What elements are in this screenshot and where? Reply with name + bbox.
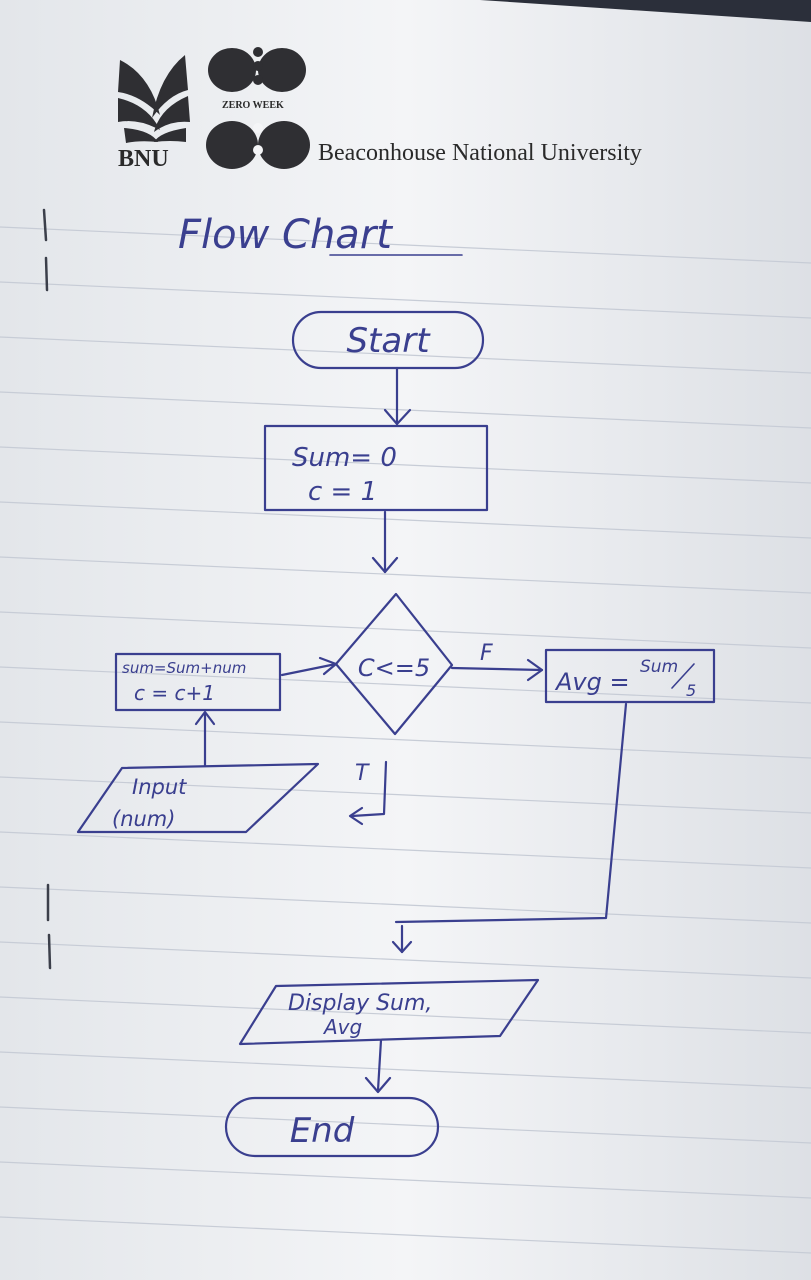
ruled-line [0,941,811,979]
true-branch-label: T [355,761,370,786]
page-title: Flow Chart [178,212,393,258]
input-label: Input [132,775,187,799]
university-name: Beaconhouse National University [318,140,642,166]
ruled-line [0,1216,811,1254]
bnu-logo-icon [118,55,190,143]
emblem-caption: ZERO WEEK [222,100,284,111]
arrow-true-branch [348,760,388,826]
ruled-line [0,1161,811,1199]
ruled-line [0,666,811,704]
start-label: Start [346,321,431,361]
ruled-line [0,446,811,484]
ruled-lines [0,226,811,1254]
init-counter-text: c = 1 [308,477,377,507]
average-fraction-slash [671,663,695,689]
arrow-loop-to-decision [280,656,338,677]
ruled-line [0,226,811,264]
start-terminator [291,310,485,370]
zero-week-emblem-icon [206,47,310,169]
arrow-output-to-end [364,1038,392,1094]
init-sum-text: Sum= 0 [292,443,397,473]
connector-average-to-output [391,702,628,954]
end-label: End [290,1111,355,1151]
ruled-line [0,611,811,649]
loop-process-box [114,652,282,712]
arrow-init-to-decision [371,510,399,574]
ruled-line [0,721,811,759]
average-denominator: 5 [686,681,696,700]
decision-condition: C<=5 [358,654,430,682]
ruled-line [0,1106,811,1144]
init-process-box [263,424,489,512]
output-parallelogram [238,978,540,1046]
desk-corner [480,0,811,22]
ruled-line [0,1051,811,1089]
arrow-start-to-init [383,366,412,426]
input-parallelogram [76,762,320,834]
false-branch-label: F [480,641,493,666]
bnu-logo-text: BNU [118,146,169,172]
loop-counter-text: c = c+1 [134,681,215,705]
end-terminator [224,1096,440,1158]
average-numerator: Sum [640,657,678,677]
input-variable: (num) [112,807,175,831]
average-process-box [544,648,716,704]
loop-sum-text: sum=Sum+num [122,659,246,677]
ruled-line [0,501,811,539]
ruled-line [0,831,811,869]
average-lhs: Avg = [554,668,630,696]
ruled-line [0,886,811,924]
ruled-line [0,391,811,429]
output-line2: Avg [322,1015,362,1039]
ruled-line [0,776,811,814]
ruled-line [0,996,811,1034]
output-line1: Display Sum, [288,991,432,1016]
arrow-input-to-loop [194,710,216,768]
arrow-false-to-average [450,658,544,682]
decision-diamond [334,592,454,736]
ruled-line [0,556,811,594]
ruled-line [0,336,811,374]
ruled-line [0,281,811,319]
binding-marks [42,208,52,970]
